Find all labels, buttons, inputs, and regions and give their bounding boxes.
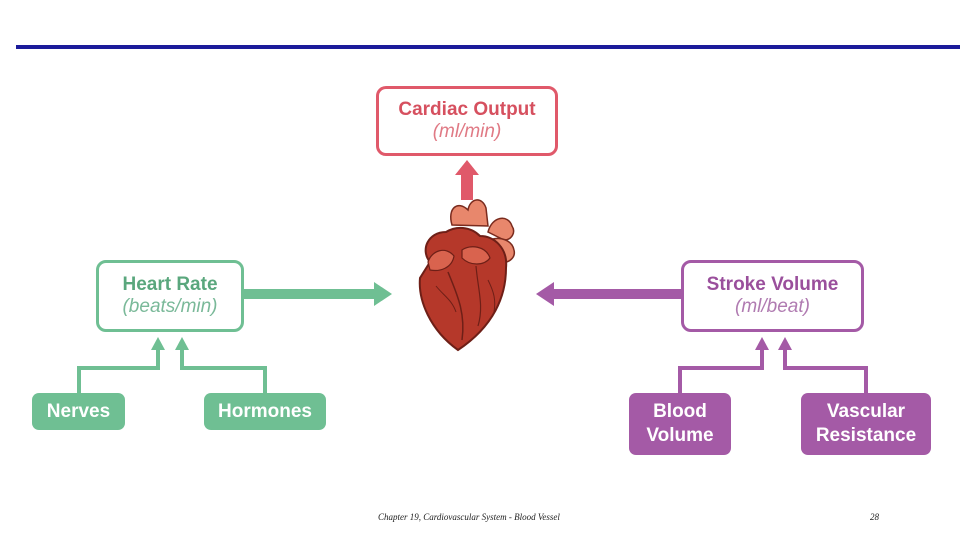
- hormones-box: Hormones: [204, 393, 326, 430]
- blood-volume-arrow-head: [755, 337, 769, 350]
- up-arrow-shaft: [461, 172, 473, 200]
- stroke-volume-box: Stroke Volume (ml/beat): [681, 260, 864, 332]
- stroke-volume-arrow-head: [536, 282, 554, 306]
- vascular-arrow-head: [778, 337, 792, 350]
- header-rule: [16, 45, 960, 49]
- heart-rate-title: Heart Rate: [122, 274, 218, 295]
- vascular-resistance-line2: Resistance: [815, 425, 917, 446]
- nerves-arrow-head: [151, 337, 165, 350]
- footer-caption: Chapter 19, Cardiovascular System - Bloo…: [378, 512, 560, 522]
- stroke-volume-title: Stroke Volume: [706, 274, 839, 295]
- nerves-label: Nerves: [46, 400, 111, 422]
- blood-volume-box: Blood Volume: [629, 393, 731, 455]
- page-number: 28: [870, 512, 879, 522]
- heart-rate-box: Heart Rate (beats/min): [96, 260, 244, 332]
- heart-icon: [418, 199, 516, 352]
- stroke-volume-unit: (ml/beat): [735, 296, 810, 317]
- up-arrow-head: [455, 160, 479, 175]
- heart-rate-arrow-head: [374, 282, 392, 306]
- cardiac-output-unit: (ml/min): [432, 121, 502, 142]
- cardiac-output-title: Cardiac Output: [398, 99, 536, 120]
- purple-connectors: [678, 348, 868, 393]
- nerves-box: Nerves: [32, 393, 125, 430]
- vascular-resistance-line1: Vascular: [826, 401, 906, 422]
- hormones-arrow-head: [175, 337, 189, 350]
- heart-rate-unit: (beats/min): [122, 296, 218, 317]
- green-connectors: [77, 348, 267, 393]
- blood-volume-line2: Volume: [646, 425, 714, 446]
- hormones-label: Hormones: [218, 400, 312, 422]
- vascular-resistance-box: Vascular Resistance: [801, 393, 931, 455]
- blood-volume-line1: Blood: [653, 401, 707, 422]
- cardiac-output-box: Cardiac Output (ml/min): [376, 86, 558, 156]
- stroke-volume-arrow-shaft: [552, 289, 682, 299]
- heart-rate-arrow-shaft: [244, 289, 376, 299]
